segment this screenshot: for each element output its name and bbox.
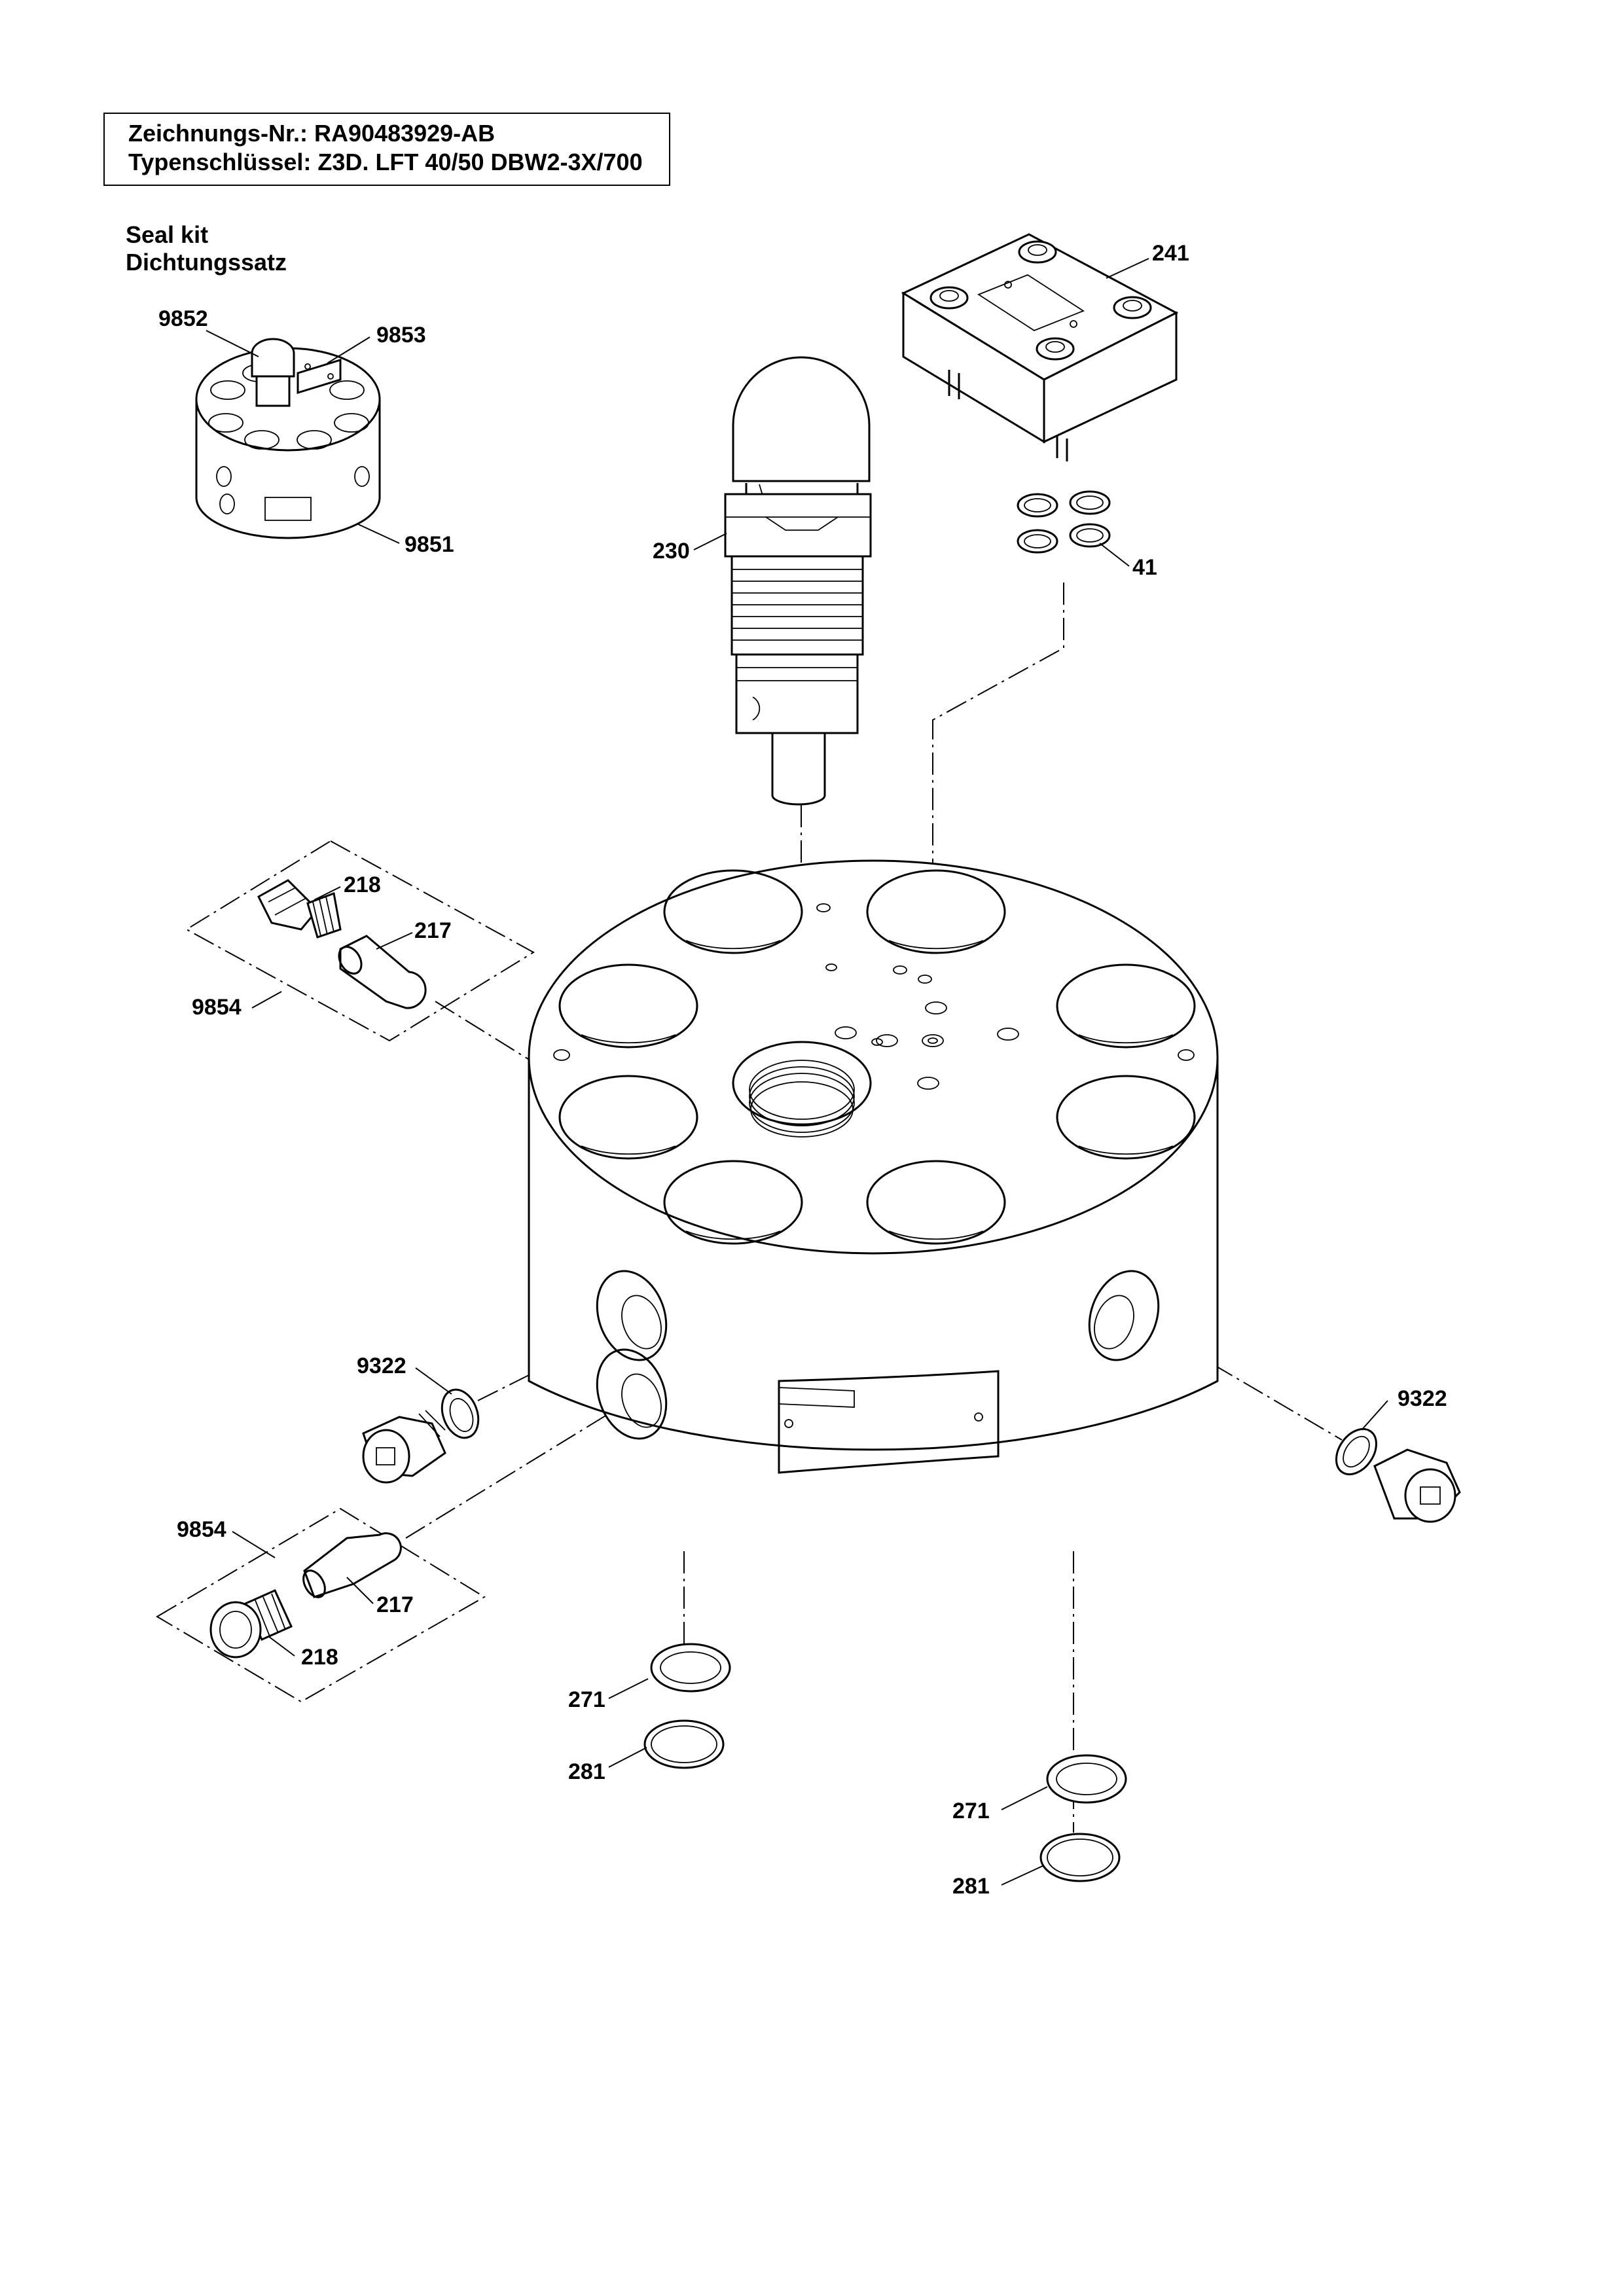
nameplate	[778, 1370, 1000, 1474]
drawing-number: Zeichnungs-Nr.: RA90483929-AB	[128, 120, 496, 147]
housing-bores	[558, 869, 1196, 1245]
lower-kit	[156, 1507, 486, 1703]
callout-271-right: 271	[952, 1799, 990, 1823]
main-housing	[528, 859, 1219, 1474]
orings	[1017, 490, 1111, 554]
callout-218-upper: 218	[344, 872, 381, 897]
cover-plate	[901, 233, 1179, 461]
callout-281-left: 281	[568, 1759, 605, 1784]
callout-217-upper: 217	[414, 918, 452, 943]
seal-kit-label-en: Seal kit	[126, 221, 209, 248]
callout-271-left: 271	[568, 1687, 605, 1712]
callout-9322-right: 9322	[1398, 1386, 1447, 1411]
callout-9854-lower: 9854	[177, 1517, 226, 1542]
seal-kit-label-de: Dichtungssatz	[126, 249, 287, 276]
leader-lines	[206, 258, 1388, 1886]
callout-9851: 9851	[405, 532, 454, 557]
callout-241: 241	[1152, 241, 1189, 266]
callout-41: 41	[1132, 555, 1157, 580]
title-block: Zeichnungs-Nr.: RA90483929-AB Typenschlü…	[103, 113, 670, 186]
callout-281-right: 281	[952, 1874, 990, 1899]
pilot-ports	[553, 903, 1195, 1090]
upper-kit	[185, 840, 535, 1042]
rings	[643, 1643, 1127, 1882]
callout-9322-left: 9322	[357, 1354, 406, 1378]
seal-kit-thumbnail	[195, 338, 381, 539]
callout-218-lower: 218	[301, 1645, 338, 1670]
callout-9854-upper: 9854	[192, 995, 242, 1020]
callout-217-lower: 217	[376, 1592, 414, 1617]
callout-labels: 9852 9853 9851 241 230 41 218 217 9854 9…	[158, 241, 1447, 1899]
callout-230: 230	[653, 539, 690, 564]
left-plug-seal	[362, 1388, 480, 1484]
side-ports	[596, 1270, 1160, 1440]
seal-kit-heading: Seal kit Dichtungssatz	[126, 221, 287, 276]
cartridge-threads	[732, 569, 863, 641]
right-plug-seal	[1335, 1427, 1461, 1523]
type-code: Typenschlüssel: Z3D. LFT 40/50 DBW2-3X/7…	[128, 149, 643, 175]
callout-9852: 9852	[158, 306, 208, 331]
cartridge-valve	[724, 356, 872, 806]
callout-9853: 9853	[376, 323, 426, 348]
